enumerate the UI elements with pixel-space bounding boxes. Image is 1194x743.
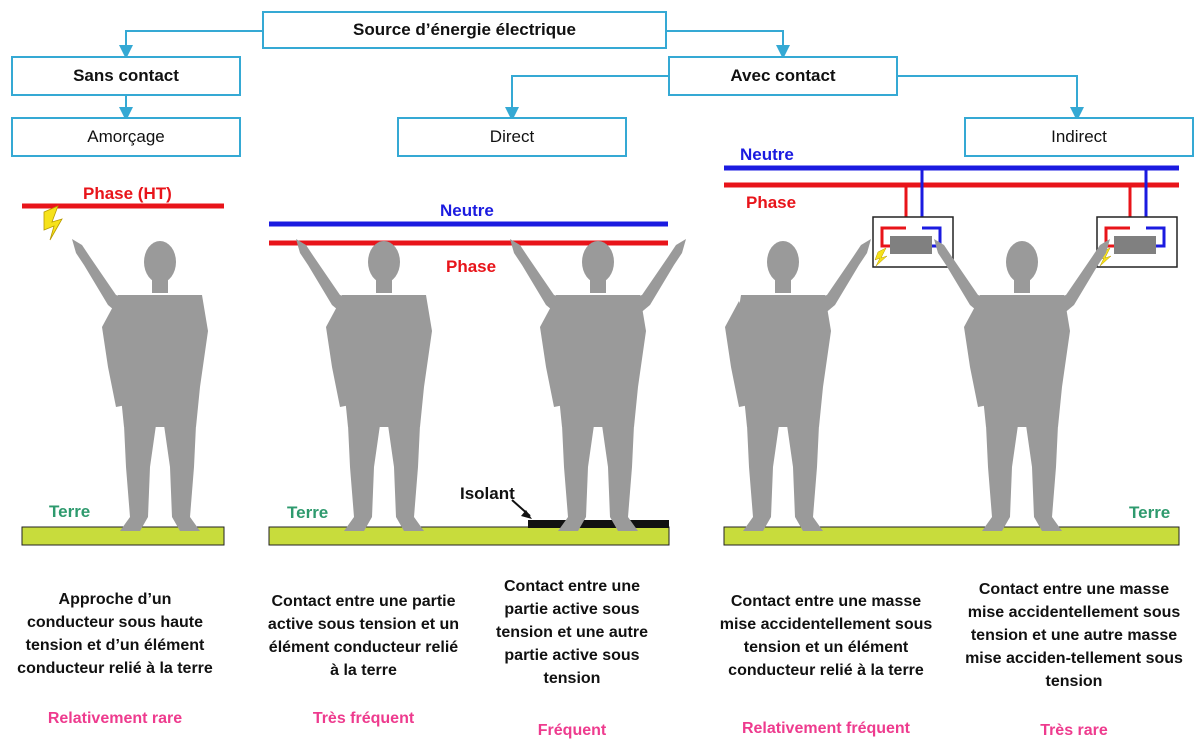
appliance-2	[1096, 168, 1178, 268]
scenario-4-description: Contact entre une masse mise accidentell…	[719, 593, 933, 679]
scenario-1-description: Approche d’un conducteur sous haute tens…	[17, 591, 213, 677]
connector-avec-contact-to-indirect	[898, 75, 1084, 121]
person-5	[934, 239, 1110, 531]
connector-root-to-sans-contact	[119, 30, 262, 59]
box-direct: Direct	[397, 117, 627, 157]
scenario-3-description: Contact entre une partie active sous ten…	[495, 578, 649, 687]
box-indirect: Indirect	[964, 117, 1194, 157]
scenario-4-frequency: Relativement fréquent	[741, 720, 911, 737]
ground-bar-3	[723, 526, 1180, 546]
insulator-mat	[528, 520, 669, 528]
label-terre-1: Terre	[49, 502, 91, 521]
person-2	[296, 239, 432, 531]
person-3	[510, 239, 686, 531]
scenario-2-frequency: Très fréquent	[312, 710, 415, 727]
scenario-3-frequency: Fréquent	[537, 722, 607, 739]
box-avec-contact: Avec contact	[668, 56, 898, 96]
ground-bar-2	[268, 526, 670, 546]
scenario-5-description: Contact entre une masse mise accidentell…	[965, 581, 1183, 690]
label-phase-ht: Phase (HT)	[83, 184, 172, 203]
scenario-2-description: Contact entre une partie active sous ten…	[267, 593, 460, 679]
person-1	[72, 239, 208, 531]
spark-icon	[43, 205, 63, 241]
box-amorcage: Amorçage	[11, 117, 241, 157]
box-source-energie: Source d’énergie électrique	[262, 11, 667, 49]
label-neutre-direct: Neutre	[440, 201, 494, 220]
person-4	[725, 239, 871, 531]
connector-avec-contact-to-direct	[505, 75, 668, 121]
scenario-1-frequency: Relativement rare	[47, 710, 183, 727]
box-sans-contact: Sans contact	[11, 56, 241, 96]
appliance-1	[872, 168, 954, 268]
connector-root-to-avec-contact	[667, 30, 790, 59]
label-isolant: Isolant	[460, 484, 515, 503]
label-phase-indirect: Phase	[746, 193, 797, 212]
label-terre-2: Terre	[287, 503, 329, 522]
label-phase-direct: Phase	[446, 257, 497, 276]
scenario-5-frequency: Très rare	[1040, 722, 1108, 739]
label-terre-3: Terre	[1129, 503, 1171, 522]
label-neutre-indirect: Neutre	[740, 145, 794, 164]
